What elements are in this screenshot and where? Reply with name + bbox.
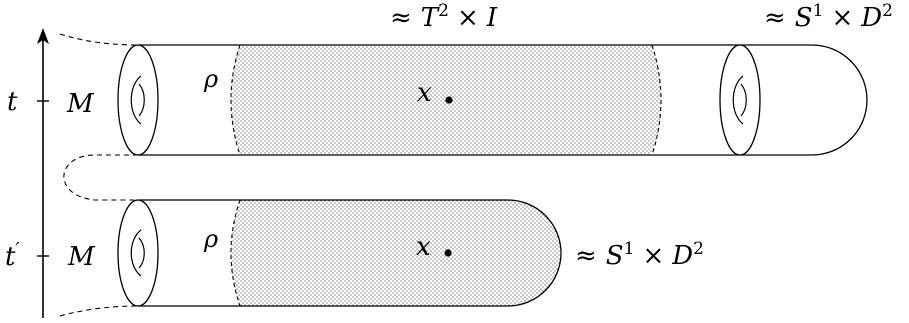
upper-rho-label: ρ <box>203 65 218 93</box>
lower-left-torus-section <box>117 199 159 307</box>
upper-middle-factor: I <box>486 3 498 33</box>
upper-right-cross-section <box>719 44 761 156</box>
lower-tube-outline <box>138 199 562 307</box>
lower-end-exponent: 1 <box>624 239 635 259</box>
lower-time-label-base: t <box>5 242 16 272</box>
upper-tube-outline <box>138 44 868 156</box>
bottom-boundary-curve <box>59 305 139 317</box>
upper-time-label: t <box>7 87 18 117</box>
upper-middle-approx: ≈ <box>390 3 412 33</box>
lower-end-factor: D <box>671 241 693 271</box>
middle-boundary-cap <box>63 154 138 201</box>
lower-rho-label: ρ <box>203 225 218 253</box>
lower-manifold-label: M <box>67 242 96 272</box>
upper-left-hole-inner <box>138 83 145 117</box>
upper-right-torus-section <box>719 44 761 156</box>
upper-tube: x M ρ ≈T2×I ≈S1×D2 <box>66 1 893 156</box>
upper-region-end-boundary <box>651 44 662 156</box>
upper-manifold-label: M <box>66 89 95 119</box>
upper-rho-boundary <box>230 44 241 156</box>
lower-end-times: × <box>642 241 664 271</box>
upper-left-hole-outer <box>130 75 142 125</box>
lower-end-annotation: ≈ S1 ×D2 <box>575 239 704 271</box>
lower-end-base: S <box>606 241 624 271</box>
upper-point-marker <box>445 96 453 104</box>
lower-point-label: x <box>416 232 431 262</box>
upper-end-factor-exponent: 2 <box>882 1 893 21</box>
lower-time-label: t′ <box>5 239 20 272</box>
upper-end-annotation: ≈ S1 ×D2 <box>764 1 893 33</box>
upper-point-label: x <box>417 78 432 108</box>
lower-left-hole-outer <box>130 229 142 277</box>
lower-tube: x M ρ ≈ S1 ×D2 <box>67 199 704 307</box>
upper-right-hole-inner <box>740 83 747 117</box>
upper-right-hole-outer <box>732 75 744 125</box>
lower-time-label-prime: ′ <box>15 239 19 260</box>
upper-end-base: S <box>795 3 813 33</box>
upper-middle-annotation: ≈ T2 ×I <box>390 1 498 33</box>
time-axis: t t′ <box>5 28 49 318</box>
upper-left-cross-section <box>117 44 159 156</box>
lower-left-cross-section <box>117 199 159 307</box>
lower-end-approx: ≈ <box>575 241 597 271</box>
lower-point-marker <box>444 249 452 257</box>
upper-middle-times: × <box>457 3 479 33</box>
top-boundary-curve <box>59 33 139 46</box>
upper-end-approx: ≈ <box>764 3 786 33</box>
left-boundary <box>59 33 139 317</box>
lower-shaded-region <box>231 200 561 306</box>
upper-middle-exponent: 2 <box>438 1 449 21</box>
upper-middle-base: T <box>421 3 440 33</box>
lower-left-hole-inner <box>138 237 145 269</box>
upper-end-factor: D <box>860 3 882 33</box>
lower-end-factor-exponent: 2 <box>693 239 704 259</box>
upper-end-times: × <box>831 3 853 33</box>
upper-left-torus-section <box>117 44 159 156</box>
upper-end-exponent: 1 <box>813 1 824 21</box>
time-axis-arrowhead <box>37 28 49 44</box>
